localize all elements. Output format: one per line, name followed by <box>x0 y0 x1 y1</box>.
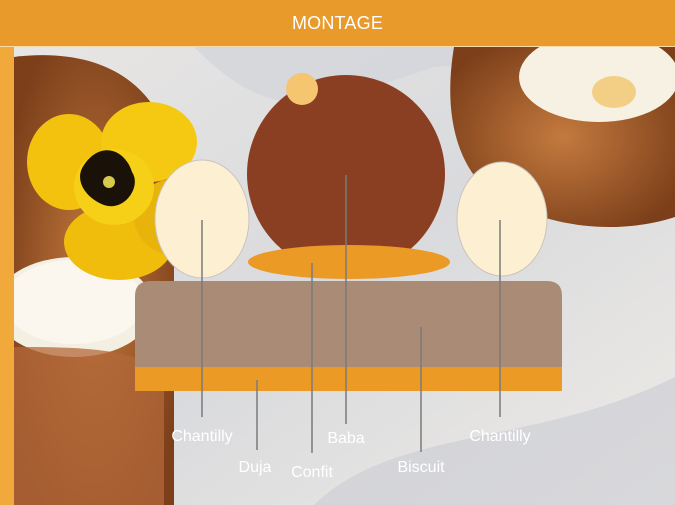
montage-diagram: Chantilly Duja Confit Baba Biscuit Chant… <box>14 47 675 505</box>
dessert-illustration: Chantilly Duja Confit Baba Biscuit Chant… <box>14 47 675 505</box>
confit-shape <box>248 245 450 279</box>
label-confit: Confit <box>291 464 333 481</box>
biscuit-shape <box>135 281 562 369</box>
header-title: MONTAGE <box>292 13 383 34</box>
label-chantilly-right: Chantilly <box>469 428 530 445</box>
label-baba: Baba <box>327 430 364 447</box>
header-bar: MONTAGE <box>0 0 675 47</box>
baba-garnish <box>286 73 318 105</box>
label-biscuit: Biscuit <box>397 459 445 476</box>
duja-shape <box>135 367 562 391</box>
label-duja: Duja <box>239 459 272 476</box>
chantilly-right-shape <box>457 162 547 276</box>
right-cake-topping <box>592 76 636 108</box>
label-chantilly-left: Chantilly <box>171 428 232 445</box>
